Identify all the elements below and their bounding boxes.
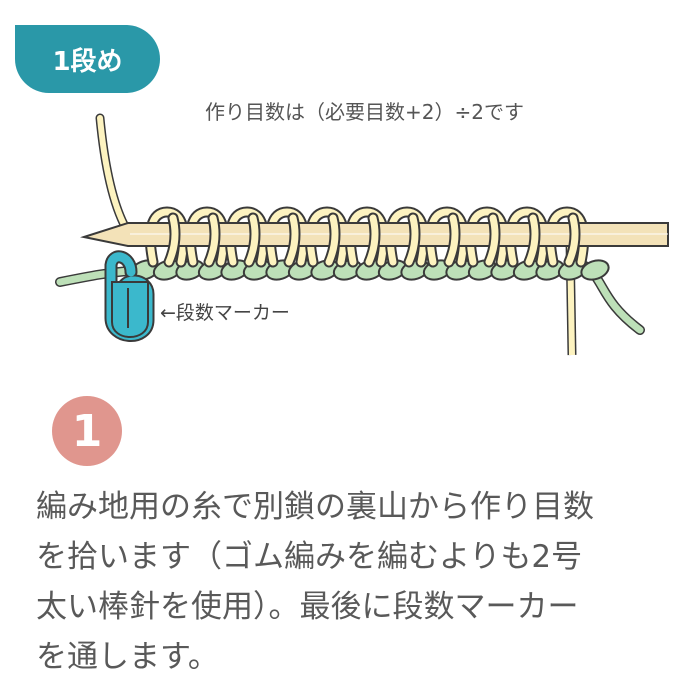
instruction-line: 太い棒針を使用）。最後に段数マーカー	[36, 589, 579, 625]
chain-stitch	[580, 259, 610, 281]
instruction-text: 編み地用の糸で別鎖の裏山から作り目数 を拾います（ゴム編みを編むよりも2号 太い…	[36, 482, 666, 682]
instruction-line: を拾います（ゴム編みを編むよりも2号	[36, 539, 583, 575]
row-badge: 1段め	[15, 25, 160, 93]
step-number-badge: 1	[52, 396, 122, 466]
stitch-marker-icon	[104, 250, 155, 342]
instruction-line: 編み地用の糸で別鎖の裏山から作り目数	[36, 489, 594, 525]
stitch-marker-label: ←段数マーカー	[160, 302, 290, 324]
instruction-line: を通します。	[36, 639, 219, 675]
cast-on-note: 作り目数は（必要目数+2）÷2です	[205, 100, 524, 124]
